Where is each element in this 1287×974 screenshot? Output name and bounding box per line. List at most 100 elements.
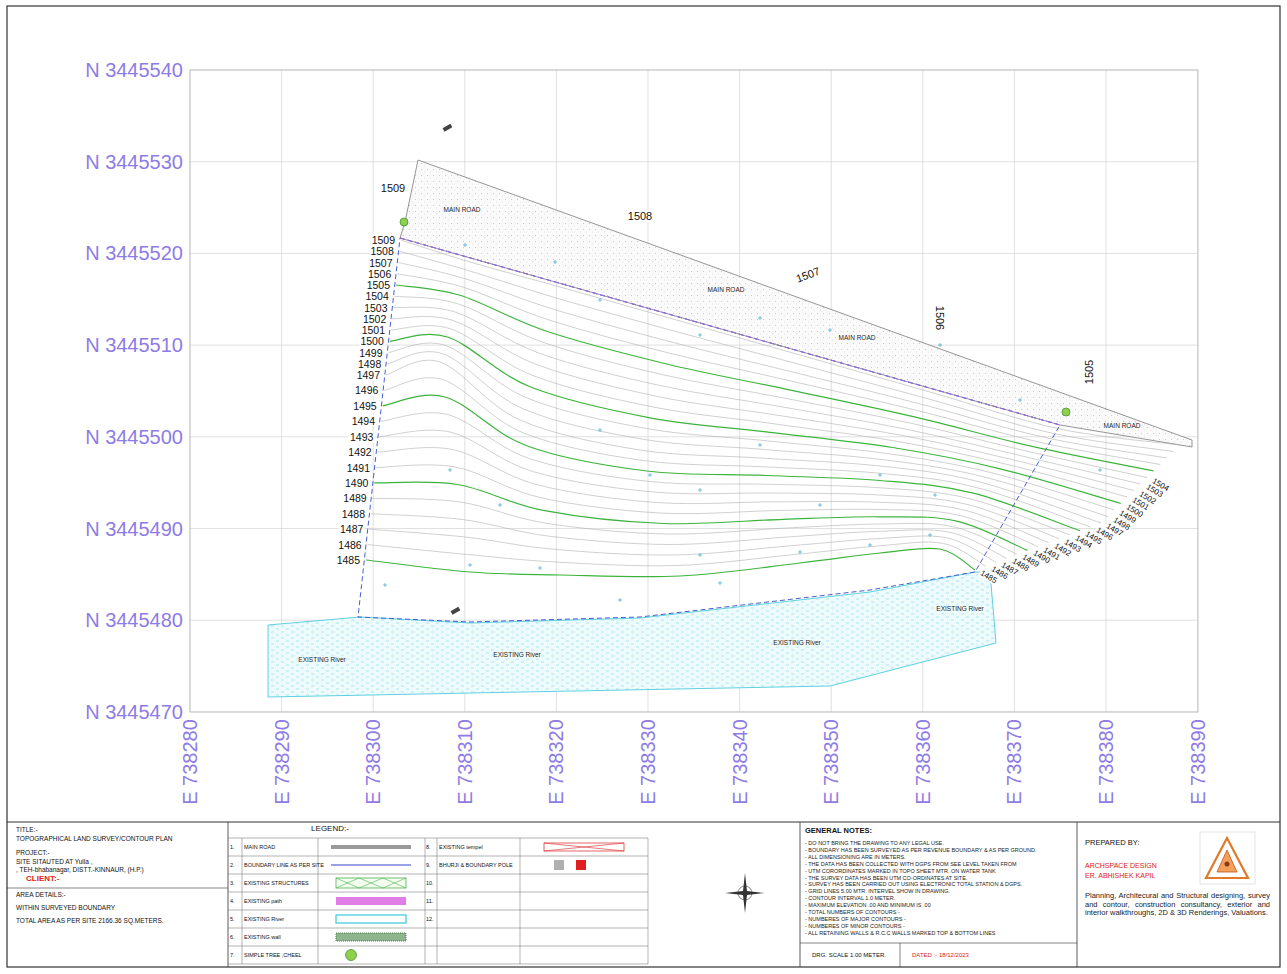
legend-rule <box>520 838 521 964</box>
legend-text: EXISTING River <box>244 916 284 922</box>
project-heading: PROJECT:- <box>16 849 50 856</box>
legend-rule <box>318 838 319 964</box>
minor-contour <box>373 498 1017 554</box>
northing-label: N 3445520 <box>84 242 184 265</box>
tree-symbol <box>400 218 408 226</box>
legend-number: 7. <box>230 952 235 958</box>
road-name: MAIN ROAD <box>443 206 482 213</box>
wall-sample <box>336 933 406 941</box>
area-heading: AREA DETAILS:- <box>16 891 66 898</box>
note-line: - SURVEY HAS BEEN CARRIED OUT USING ELEC… <box>805 881 1022 887</box>
area-text: TOTAL AREA AS PER SITE 2166.36 SQ.METERS… <box>16 917 164 924</box>
road-name: MAIN ROAD <box>707 286 746 293</box>
title-block-line <box>800 822 801 967</box>
road-contour-label: 1509 <box>380 182 406 195</box>
contour-label: 1506 <box>367 268 392 280</box>
legend-text: EXISTING wall <box>244 934 281 940</box>
spot-height-mark <box>448 468 452 472</box>
contour-label: 1487 <box>339 523 364 535</box>
minor-contour <box>392 317 1134 491</box>
legend-text: BHURJI & BOUNDARY POLE <box>439 862 513 868</box>
legend-rule <box>242 838 243 964</box>
title-block-line <box>7 888 228 889</box>
spot-height-mark <box>758 316 762 320</box>
contour-label: 1496 <box>354 384 379 396</box>
spot-height-mark <box>463 243 467 247</box>
project-text: , TEH-bhabanagar, DISTT.-KINNAUR, (H.P.) <box>16 866 144 873</box>
spot-height-mark <box>718 581 722 585</box>
note-line: - ALL DIMENSIONING ARE IN METERS. <box>805 854 906 860</box>
spot-height-mark <box>598 428 602 432</box>
spot-height-mark <box>798 550 802 554</box>
contour-label: 1500 <box>359 335 384 347</box>
legend-rule <box>228 838 648 839</box>
spot-height-mark <box>698 488 702 492</box>
logo-triangle <box>1206 838 1248 878</box>
title-block-line <box>228 822 229 967</box>
note-line: - UTM CORORDINATES MARKED IN TOPO SHEET … <box>805 867 996 873</box>
grid-line <box>190 436 1198 437</box>
legend-rule <box>228 874 648 875</box>
contour-label: 1497 <box>356 369 381 381</box>
title-block-line <box>900 943 901 967</box>
note-line: - GRID LINES 5.00 MTR. INTERVEL SHOW IN … <box>805 888 950 894</box>
project-text: SITE SITAUTED AT Yulla , <box>16 858 92 865</box>
contour-label: 1486 <box>337 539 362 551</box>
spot-height-mark <box>928 533 932 537</box>
easting-label: E 738390 <box>1186 719 1209 805</box>
legend-rule <box>228 946 648 947</box>
structure-hatch <box>336 878 406 888</box>
northing-label: N 3445500 <box>84 425 184 448</box>
client-heading: CLIENT:- <box>26 874 59 883</box>
contour-label: 1485 <box>336 554 361 566</box>
spot-height-mark <box>618 598 622 602</box>
minor-contour <box>391 326 1127 497</box>
contour-label: 1507 <box>368 256 393 268</box>
road-sample <box>331 845 411 849</box>
note-line: - CONTOUR INTERVAL 1.0 METER. <box>805 895 895 901</box>
legend-number: 9. <box>426 862 431 868</box>
legend-text: MAIN ROAD <box>244 844 275 850</box>
contour-label: 1503 <box>363 301 388 313</box>
grid-line <box>190 161 1198 162</box>
easting-label: E 738280 <box>179 719 202 805</box>
temple-sample <box>544 843 624 851</box>
legend-number: 8. <box>426 844 431 850</box>
northing-label: N 3445510 <box>84 334 184 357</box>
compass-star <box>725 873 765 913</box>
road-name: MAIN ROAD <box>838 334 877 341</box>
legend-samples <box>331 843 624 961</box>
contour-label: 1509 <box>371 234 396 246</box>
easting-label: E 738310 <box>453 719 476 805</box>
note-line: - MAXIMUM ELEVATION .00 AND MINIMUM IS .… <box>805 902 931 908</box>
temple-marker <box>451 607 461 615</box>
firm-name: ARCHSPACE DESIGN <box>1085 862 1157 870</box>
boundary-sample <box>331 864 411 865</box>
river-name: EXISTING River <box>297 656 346 663</box>
map-frame <box>190 70 1198 712</box>
north-compass <box>725 873 765 913</box>
drawing-date: DATED :- 18/12/2023 <box>912 952 969 959</box>
note-line: - NUMBERES OF MINOR CONTOURS - <box>805 923 905 929</box>
minor-contour <box>387 352 1107 517</box>
spot-height-mark <box>698 553 702 557</box>
grid-line <box>190 345 1198 346</box>
title-heading: TITLE:- <box>16 826 38 833</box>
legend-number: 2. <box>230 862 235 868</box>
legend-number: 3. <box>230 880 235 886</box>
logo-frame <box>1200 832 1255 884</box>
spot-height-mark <box>553 260 557 264</box>
firm-logo <box>1200 832 1255 884</box>
temple-marker <box>443 124 453 132</box>
road-contour-label: 1508 <box>627 210 653 223</box>
title-block-line <box>800 943 1077 944</box>
note-line: - ALL RETAINING WALLS & R.C.C WALLS MARK… <box>805 930 996 936</box>
easting-label: E 738330 <box>637 719 660 805</box>
sheet-frame <box>7 6 1280 967</box>
contour-label: 1495 <box>352 400 377 412</box>
minor-contour <box>397 274 1160 465</box>
minor-contour <box>394 307 1141 484</box>
title-block-line <box>7 822 1280 823</box>
legend-table <box>228 838 648 964</box>
